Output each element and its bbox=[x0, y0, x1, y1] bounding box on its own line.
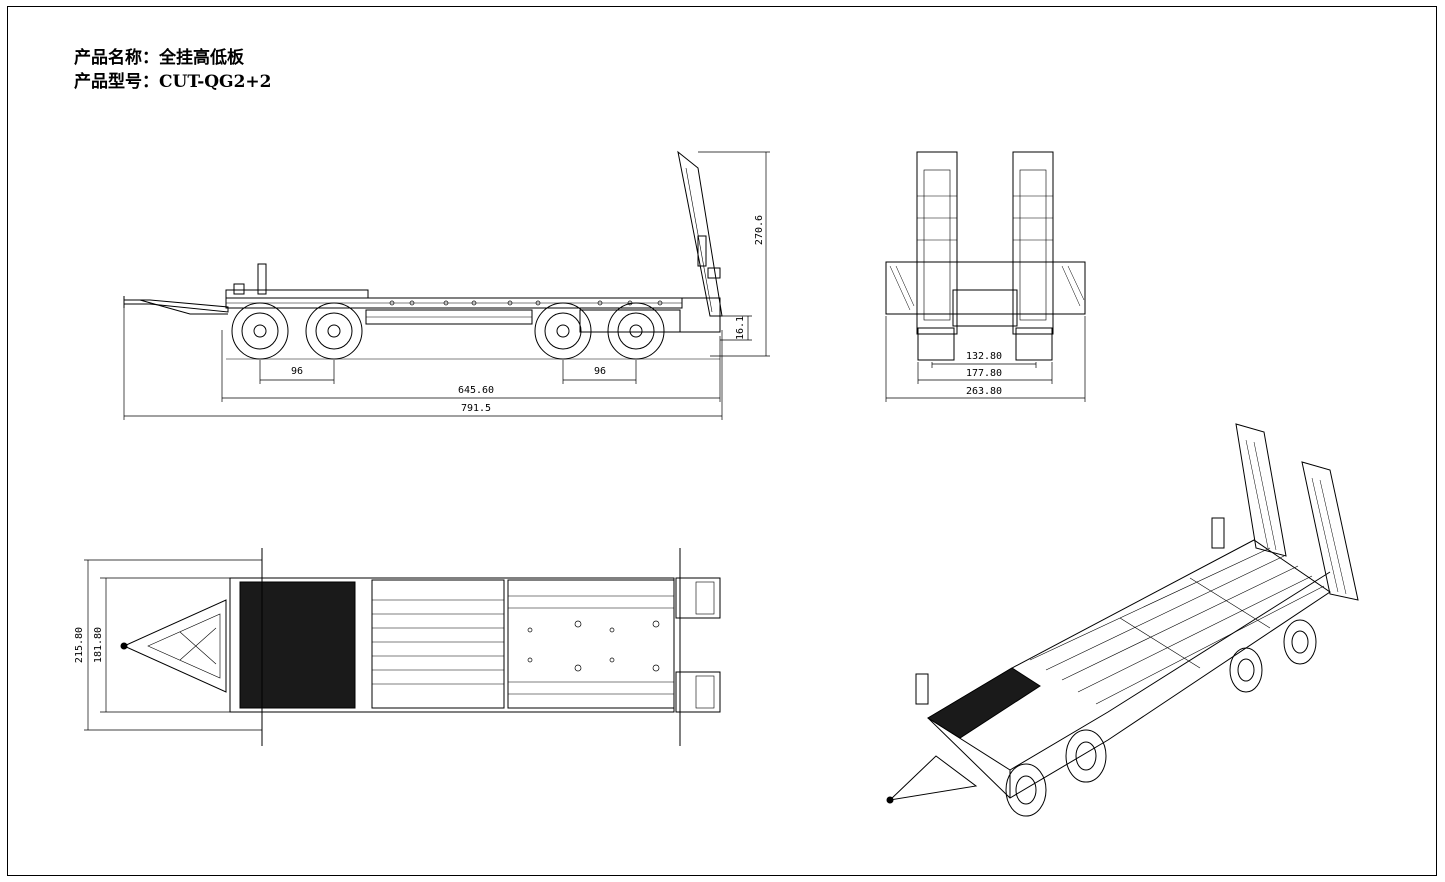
dim-deck-height: 16.1 bbox=[735, 316, 746, 340]
dim-top-overall-width: 215.80 bbox=[74, 627, 85, 663]
dim-top-frame-width: 181.80 bbox=[93, 627, 104, 663]
top-view bbox=[120, 548, 721, 746]
rear-view bbox=[885, 151, 1086, 361]
dim-body-length: 645.60 bbox=[458, 385, 494, 396]
drawing-frame bbox=[7, 6, 1437, 876]
dim-axle-spacing-front: 96 bbox=[291, 366, 303, 377]
dim-overall-length: 791.5 bbox=[461, 403, 491, 414]
side-wheels bbox=[231, 302, 665, 360]
mesh-deck-plate bbox=[239, 581, 356, 709]
dim-overall-width: 263.80 bbox=[966, 386, 1002, 397]
dim-inner-track: 132.80 bbox=[966, 351, 1002, 362]
side-view bbox=[123, 150, 723, 360]
rear-view-dimensions bbox=[885, 316, 1086, 402]
dim-ramp-height: 270.6 bbox=[754, 215, 765, 245]
product-model-label: 产品型号： bbox=[74, 72, 159, 92]
product-model-row: 产品型号：CUT-QG2+2 bbox=[74, 70, 271, 94]
product-name-row: 产品名称：全挂高低板 bbox=[74, 46, 271, 70]
product-name-value: 全挂高低板 bbox=[159, 48, 244, 68]
side-view-dimensions bbox=[123, 151, 770, 420]
iso-wheels bbox=[1005, 619, 1317, 817]
dim-track-width: 177.80 bbox=[966, 368, 1002, 379]
top-view-dimensions bbox=[84, 559, 262, 731]
product-name-label: 产品名称： bbox=[74, 48, 159, 68]
product-model-value: CUT-QG2+2 bbox=[159, 72, 272, 92]
isometric-view bbox=[886, 423, 1359, 817]
iso-mesh-deck bbox=[927, 667, 1041, 739]
title-block: 产品名称：全挂高低板 产品型号：CUT-QG2+2 bbox=[74, 46, 271, 94]
dim-axle-spacing-rear: 96 bbox=[594, 366, 606, 377]
